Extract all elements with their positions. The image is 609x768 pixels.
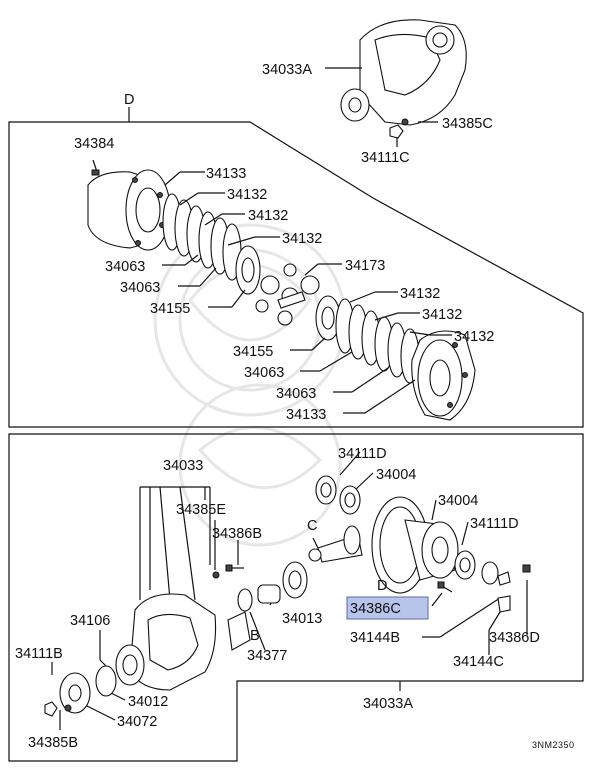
label-34063-b[interactable]: 34063 [120, 280, 160, 296]
label-34133-a[interactable]: 34133 [206, 166, 246, 182]
label-D-top: D [124, 92, 134, 108]
label-34144C[interactable]: 34144C [453, 654, 504, 670]
label-34063-a[interactable]: 34063 [105, 259, 145, 275]
label-34111D-b[interactable]: 34111D [470, 516, 519, 532]
label-B: B [250, 628, 260, 644]
lower-section-frame [8, 433, 584, 762]
label-34386D[interactable]: 34386D [489, 630, 540, 646]
bolt-34386C-icon [437, 581, 453, 593]
label-34377[interactable]: 34377 [247, 648, 287, 664]
label-34385E[interactable]: 34385E [176, 502, 226, 518]
label-34132-b[interactable]: 34132 [248, 208, 288, 224]
bolt-34386B-icon [212, 564, 244, 579]
label-34155-b[interactable]: 34155 [233, 344, 273, 360]
label-34385C[interactable]: 34385C [442, 116, 493, 132]
differential-case-left [87, 169, 171, 251]
label-34384[interactable]: 34384 [74, 136, 114, 152]
label-34132-c[interactable]: 34132 [282, 231, 322, 247]
carrier-housing-lower [115, 593, 217, 691]
pinion-gear-set [255, 263, 320, 326]
label-34386B[interactable]: 34386B [212, 526, 262, 542]
label-34106[interactable]: 34106 [70, 613, 110, 629]
label-34111B[interactable]: 34111B [15, 646, 63, 662]
nut-34111C-icon [389, 124, 404, 139]
label-34144B[interactable]: 34144B [350, 630, 400, 646]
drive-pinion [308, 525, 363, 563]
label-C: C [307, 518, 317, 534]
label-34013[interactable]: 34013 [282, 611, 322, 627]
label-34385B[interactable]: 34385B [28, 735, 78, 751]
companion-flange [44, 665, 117, 717]
label-34173[interactable]: 34173 [345, 258, 385, 274]
label-34132-d[interactable]: 34132 [400, 286, 440, 302]
label-34012[interactable]: 34012 [128, 694, 168, 710]
label-34033A-bottom[interactable]: 34033A [363, 696, 413, 712]
lock-plates-34144-icon [497, 564, 531, 613]
label-34033A-top[interactable]: 34033A [262, 62, 312, 78]
diagram-code: 3NM2350 [532, 740, 575, 750]
label-34132-a[interactable]: 34132 [227, 187, 267, 203]
label-34063-c[interactable]: 34063 [244, 365, 284, 381]
label-34004-b[interactable]: 34004 [438, 493, 478, 509]
oil-seal-collar [227, 561, 308, 651]
part-labels: 34033A 34385C 34111C D 34384 34133 34132… [15, 62, 575, 751]
label-34111C[interactable]: 34111C [361, 150, 410, 166]
upper-section-frame [8, 121, 584, 428]
label-34063-d[interactable]: 34063 [276, 386, 316, 402]
label-34111D-a[interactable]: 34111D [338, 446, 387, 462]
label-34004-a[interactable]: 34004 [376, 467, 416, 483]
upper-leader-lines [162, 171, 452, 414]
label-34033[interactable]: 34033 [163, 458, 203, 474]
differential-case-right [411, 330, 476, 421]
label-34155-a[interactable]: 34155 [150, 301, 190, 317]
bolt-34384-icon [91, 159, 100, 176]
label-34386C[interactable]: 34386C [350, 601, 401, 617]
carrier-housing-top [340, 19, 467, 126]
label-D-bottom: D [377, 578, 387, 594]
highlight-34386C [346, 596, 429, 620]
label-34132-e[interactable]: 34132 [422, 307, 462, 323]
label-34132-f[interactable]: 34132 [454, 329, 494, 345]
clutch-plates-left [162, 193, 261, 295]
ring-gear-differential [371, 496, 499, 594]
label-34133-b[interactable]: 34133 [286, 407, 326, 423]
label-34072[interactable]: 34072 [117, 714, 157, 730]
bearing-34004-a [315, 475, 361, 515]
